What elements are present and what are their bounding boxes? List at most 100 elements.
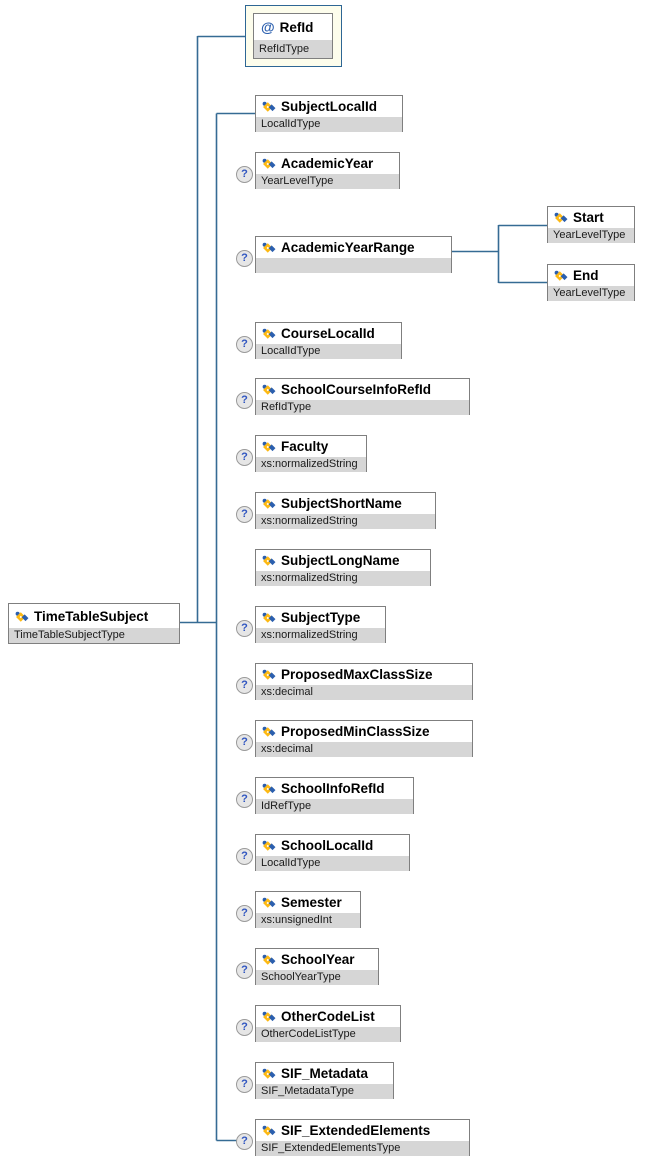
element-icon xyxy=(554,270,568,281)
element-box-semester[interactable]: ? Semester xs:unsignedInt xyxy=(236,891,361,928)
element-icon xyxy=(262,897,276,908)
element-box-subjectlongname[interactable]: SubjectLongName xs:normalizedString xyxy=(255,549,431,586)
element-type: SIF_ExtendedElementsType xyxy=(256,1141,469,1156)
element-name: CourseLocalId xyxy=(281,326,375,341)
element-type: LocalIdType xyxy=(256,856,409,871)
optional-marker-icon: ? xyxy=(236,1133,253,1150)
element-type: RefIdType xyxy=(256,400,469,415)
element-name: Start xyxy=(573,210,604,225)
element-type: xs:decimal xyxy=(256,685,472,700)
element-name: SchoolInfoRefId xyxy=(281,781,385,796)
optional-marker-icon: ? xyxy=(236,166,253,183)
element-type: YearLevelType xyxy=(548,286,634,301)
element-icon xyxy=(262,555,276,566)
attribute-icon: @ xyxy=(261,19,275,35)
root-element-type: TimeTableSubjectType xyxy=(9,628,179,643)
optional-marker-icon: ? xyxy=(236,848,253,865)
element-type: xs:normalizedString xyxy=(256,457,366,472)
optional-marker-icon: ? xyxy=(236,449,253,466)
element-type: xs:unsignedInt xyxy=(256,913,360,928)
element-icon xyxy=(262,840,276,851)
element-icon xyxy=(262,783,276,794)
element-type xyxy=(256,258,451,273)
element-box-proposedmaxclasssize[interactable]: ? ProposedMaxClassSize xs:decimal xyxy=(236,663,473,700)
element-type: YearLevelType xyxy=(256,174,399,189)
optional-marker-icon: ? xyxy=(236,905,253,922)
element-type: xs:decimal xyxy=(256,742,472,757)
element-icon xyxy=(262,669,276,680)
element-name: AcademicYearRange xyxy=(281,240,415,255)
optional-marker-icon: ? xyxy=(236,734,253,751)
element-name: Semester xyxy=(281,895,342,910)
element-name: SchoolYear xyxy=(281,952,355,967)
element-type: xs:normalizedString xyxy=(256,571,430,586)
element-type: xs:normalizedString xyxy=(256,628,385,643)
element-icon xyxy=(262,328,276,339)
element-name: SubjectType xyxy=(281,610,361,625)
element-box-proposedminclasssize[interactable]: ? ProposedMinClassSize xs:decimal xyxy=(236,720,473,757)
element-box-faculty[interactable]: ? Faculty xs:normalizedString xyxy=(236,435,367,472)
element-icon xyxy=(262,158,276,169)
element-box-subjecttype[interactable]: ? SubjectType xs:normalizedString xyxy=(236,606,386,643)
element-icon xyxy=(262,101,276,112)
optional-marker-icon: ? xyxy=(236,1019,253,1036)
element-icon xyxy=(262,1068,276,1079)
optional-marker-icon: ? xyxy=(236,1076,253,1093)
element-name: SchoolLocalId xyxy=(281,838,374,853)
element-icon xyxy=(262,726,276,737)
element-name: SubjectLocalId xyxy=(281,99,378,114)
element-box-academicyearrange[interactable]: ? AcademicYearRange xyxy=(236,236,452,273)
element-name: OtherCodeList xyxy=(281,1009,375,1024)
element-name: Faculty xyxy=(281,439,329,454)
optional-marker-icon: ? xyxy=(236,250,253,267)
optional-marker-icon: ? xyxy=(236,620,253,637)
optional-marker-icon: ? xyxy=(236,336,253,353)
element-name: SchoolCourseInfoRefId xyxy=(281,382,432,397)
element-name: End xyxy=(573,268,599,283)
element-name: ProposedMinClassSize xyxy=(281,724,430,739)
element-name: SubjectShortName xyxy=(281,496,402,511)
optional-marker-icon: ? xyxy=(236,677,253,694)
element-icon xyxy=(262,954,276,965)
element-icon xyxy=(262,384,276,395)
root-element-box-timetablesubject[interactable]: TimeTableSubject TimeTableSubjectType xyxy=(8,603,180,644)
element-name: ProposedMaxClassSize xyxy=(281,667,433,682)
optional-marker-icon: ? xyxy=(236,392,253,409)
optional-marker-icon: ? xyxy=(236,962,253,979)
element-name: AcademicYear xyxy=(281,156,374,171)
attribute-type: RefIdType xyxy=(254,40,332,58)
element-type: SchoolYearType xyxy=(256,970,378,985)
element-icon xyxy=(262,1011,276,1022)
optional-marker-icon: ? xyxy=(236,791,253,808)
element-name: SubjectLongName xyxy=(281,553,400,568)
element-icon xyxy=(262,498,276,509)
element-type: LocalIdType xyxy=(256,117,402,132)
root-element-name: TimeTableSubject xyxy=(34,608,149,624)
element-icon xyxy=(262,1125,276,1136)
attribute-refid-box[interactable]: @ RefId RefIdType xyxy=(253,13,333,59)
element-name: SIF_Metadata xyxy=(281,1066,369,1081)
element-icon xyxy=(15,611,29,622)
element-type: IdRefType xyxy=(256,799,413,814)
element-icon xyxy=(554,212,568,223)
element-type: YearLevelType xyxy=(548,228,634,243)
element-type: LocalIdType xyxy=(256,344,401,359)
optional-marker-icon: ? xyxy=(236,506,253,523)
attribute-name: RefId xyxy=(279,19,314,35)
attribute-group-box: @ RefId RefIdType xyxy=(245,5,342,67)
element-type: xs:normalizedString xyxy=(256,514,435,529)
element-icon xyxy=(262,242,276,253)
element-box-subjectshortname[interactable]: ? SubjectShortName xs:normalizedString xyxy=(236,492,436,529)
